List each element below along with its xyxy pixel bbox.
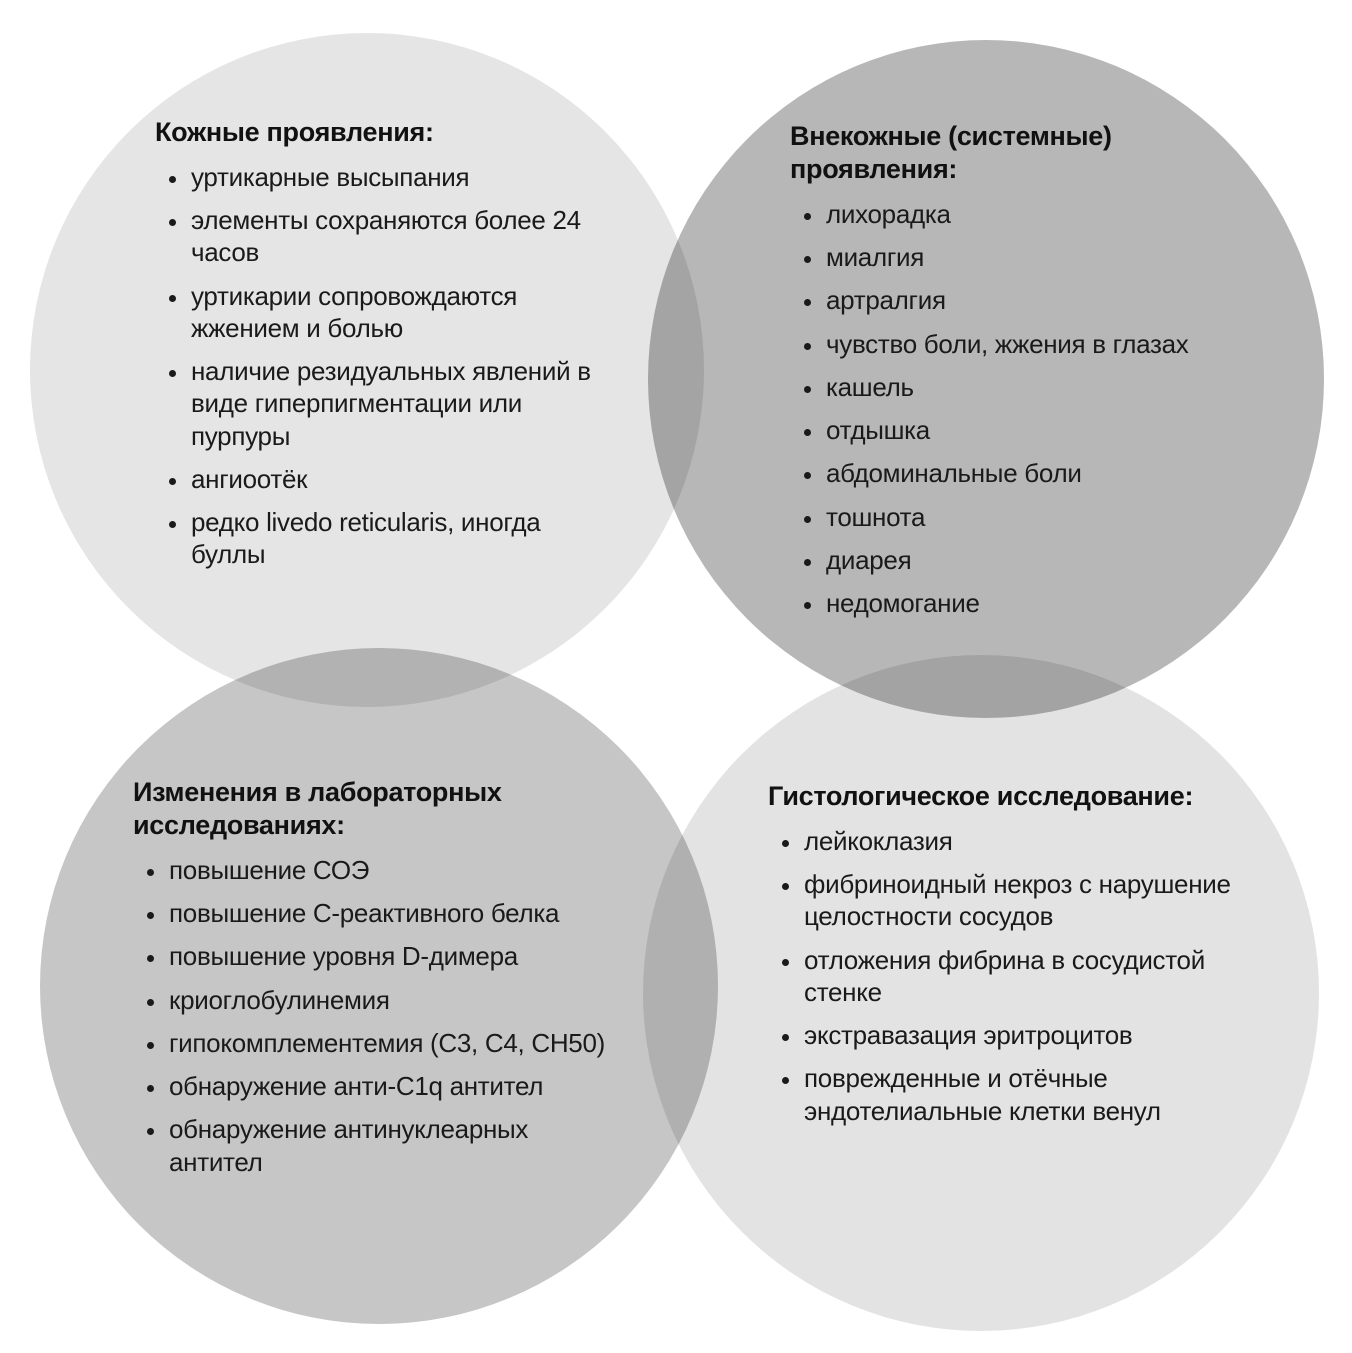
list-item: недомогание [824, 587, 1250, 619]
panel-list: лейкоклазия фибриноидный некроз с нарушен… [768, 825, 1244, 1127]
list-item: чувство боли, жжения в глазах [824, 328, 1250, 360]
list-item: редко livedo reticularis, иногда буллы [189, 506, 593, 570]
list-item: артралгия [824, 284, 1250, 316]
panel-skin-manifestations: Кожные проявления: уртикарные высыпания э… [155, 116, 593, 582]
list-item: абдоминальные боли [824, 457, 1250, 489]
list-item: миалгия [824, 241, 1250, 273]
panel-systemic-manifestations: Внекожные (системные) проявления: лихора… [790, 120, 1250, 630]
list-item: лихорадка [824, 198, 1250, 230]
list-item: обнаружение антинуклеарных антител [167, 1113, 611, 1177]
list-item: отложения фибрина в сосудистой стенке [802, 944, 1244, 1008]
list-item: обнаружение анти-C1q антител [167, 1070, 611, 1102]
list-item: гипокомплементемия (C3, C4, CH50) [167, 1027, 611, 1059]
list-item: повышение уровня D-димера [167, 940, 611, 972]
panel-histology-findings: Гистологическое исследование: лейкоклази… [768, 780, 1244, 1138]
list-item: уртикарные высыпания [189, 161, 593, 193]
panel-title: Изменения в лабораторных исследованиях: [133, 777, 502, 840]
panel-title: Внекожные (системные) проявления: [790, 121, 1112, 184]
list-item: элементы сохраняются более 24 часов [189, 204, 593, 268]
list-item: наличие резидуальных явлений в виде гипе… [189, 355, 593, 452]
list-item: ангиоотёк [189, 463, 593, 495]
panel-list: повышение СОЭ повышение С-реактивного бел… [133, 854, 611, 1178]
list-item: экстравазация эритроцитов [802, 1019, 1244, 1051]
panel-list: лихорадка миалгия артралгия чувство боли, ж… [790, 198, 1250, 619]
panel-laboratory-findings: Изменения в лабораторных исследованиях: … [133, 776, 611, 1189]
list-item: повышение СОЭ [167, 854, 611, 886]
list-item: повышение С-реактивного белка [167, 897, 611, 929]
circle-laboratory-findings [40, 648, 718, 1324]
circle-histology-findings [643, 655, 1319, 1331]
list-item: криоглобулинемия [167, 984, 611, 1016]
list-item: уртикарии сопровождаются жжением и болью [189, 280, 593, 344]
circle-systemic-manifestations [648, 40, 1324, 718]
circle-skin-manifestations [30, 33, 704, 707]
list-item: диарея [824, 544, 1250, 576]
list-item: тошнота [824, 501, 1250, 533]
list-item: поврежденные и отёчные эндотелиальные кл… [802, 1062, 1244, 1126]
list-item: лейкоклазия [802, 825, 1244, 857]
panel-list: уртикарные высыпания элементы сохраняются… [155, 161, 593, 571]
panel-title: Кожные проявления: [155, 117, 434, 147]
panel-title: Гистологическое исследование: [768, 781, 1194, 811]
list-item: фибриноидный некроз с нарушение целостно… [802, 868, 1244, 932]
list-item: кашель [824, 371, 1250, 403]
list-item: отдышка [824, 414, 1250, 446]
